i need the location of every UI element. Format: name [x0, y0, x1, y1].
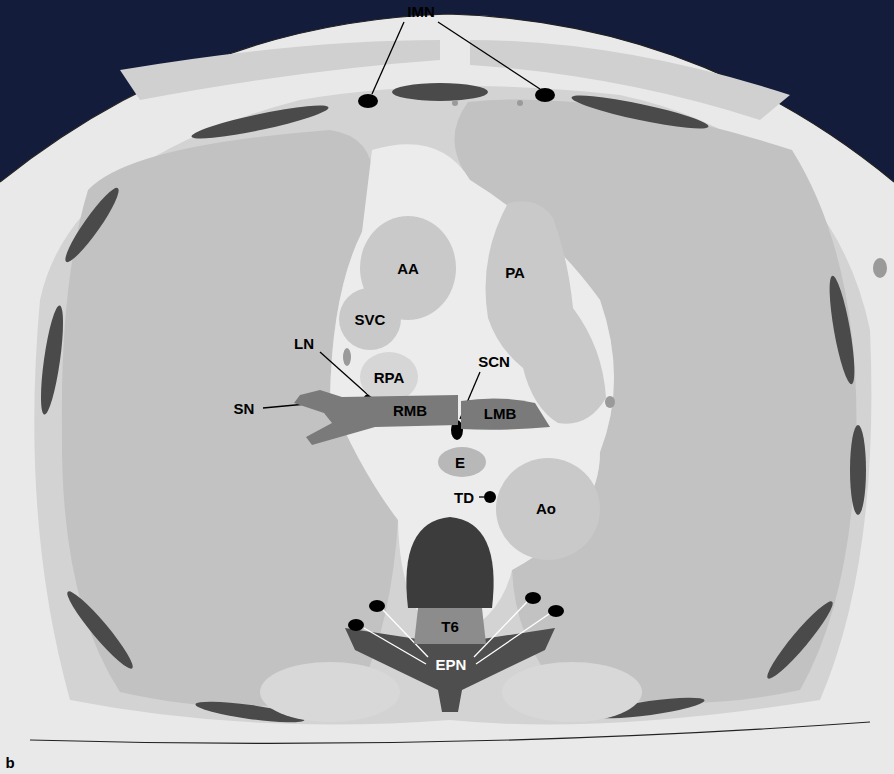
- anatomy-structure: RMB: [280, 385, 458, 445]
- callout-label: EPN: [436, 657, 467, 672]
- callout-label: b: [5, 755, 14, 770]
- callout-label: TD: [454, 490, 474, 505]
- structure-fill: [406, 517, 493, 608]
- anatomy-structure: T6: [398, 512, 502, 648]
- callout-label: SCN: [478, 354, 510, 369]
- structure-label: RMB: [393, 403, 427, 418]
- paraspinal-muscle: [260, 662, 400, 722]
- structure-fill: [486, 201, 607, 423]
- structure-label: SVC: [355, 312, 386, 327]
- skin-outline: [30, 722, 870, 743]
- small-node: [343, 100, 887, 412]
- structure-label: PA: [505, 265, 525, 280]
- structure-label: AA: [397, 261, 419, 276]
- structure-fill: [294, 390, 458, 445]
- anatomy-structure: PA: [478, 198, 608, 430]
- structure-fill: [461, 398, 550, 429]
- structure-label: E: [455, 455, 465, 470]
- mediastinum: [330, 144, 614, 640]
- leader-line: [364, 602, 549, 664]
- structure-fill: [414, 608, 486, 644]
- structure-fill: [438, 447, 486, 477]
- callout-label: SN: [234, 401, 255, 416]
- chest-wall: [34, 86, 871, 724]
- anatomy-structure: LMB: [455, 395, 550, 435]
- callout-label: LN: [294, 336, 314, 351]
- structure-fill: [496, 458, 600, 560]
- structure-outline: [280, 385, 458, 445]
- ribs: [36, 83, 866, 727]
- paraspinal-muscle: [502, 662, 642, 722]
- anatomy-structure: RPA: [360, 352, 418, 402]
- structure-fill: [339, 288, 401, 350]
- anatomy-structure: Ao: [496, 458, 600, 560]
- anatomy-structure: SVC: [339, 288, 401, 350]
- body-section: [0, 14, 894, 774]
- callout-label: IMN: [407, 4, 435, 19]
- structure-outline: [478, 198, 608, 430]
- structure-label: Ao: [536, 501, 556, 516]
- anatomy-structure: E: [438, 447, 486, 477]
- structure-fill: [360, 352, 418, 402]
- left-lung: [454, 99, 856, 703]
- structure-label: LMB: [484, 406, 517, 421]
- structure-label: RPA: [374, 370, 405, 385]
- structure-label: T6: [441, 619, 459, 634]
